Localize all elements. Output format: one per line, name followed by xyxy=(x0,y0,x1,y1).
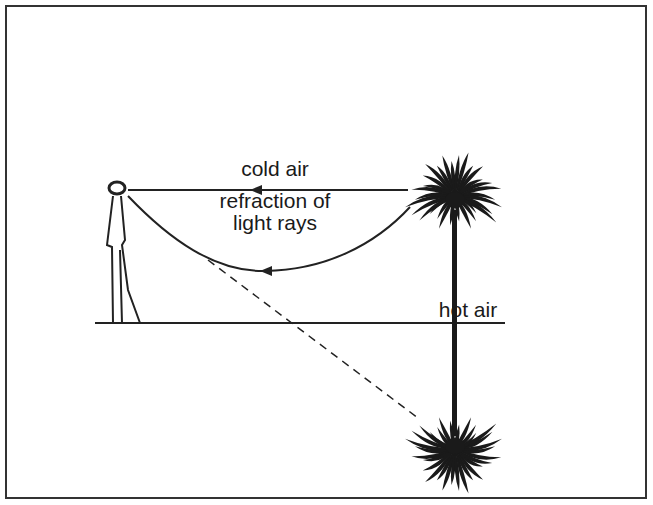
palm-crown xyxy=(445,192,465,208)
annotation-label: hot air xyxy=(428,299,508,321)
annotation-label: refraction of light rays xyxy=(200,190,350,234)
ground-line xyxy=(95,322,505,324)
ray-arrowhead xyxy=(260,266,272,276)
palm-trunk xyxy=(452,323,457,436)
palm-reflection xyxy=(405,323,502,493)
palm-crown xyxy=(445,438,465,454)
apparent-sight-line xyxy=(208,260,418,418)
palm-frond xyxy=(442,155,455,198)
frame-border xyxy=(6,6,646,498)
annotation-label: cold air xyxy=(215,158,335,180)
palm-frond xyxy=(442,448,455,491)
palm-tree xyxy=(405,153,502,323)
